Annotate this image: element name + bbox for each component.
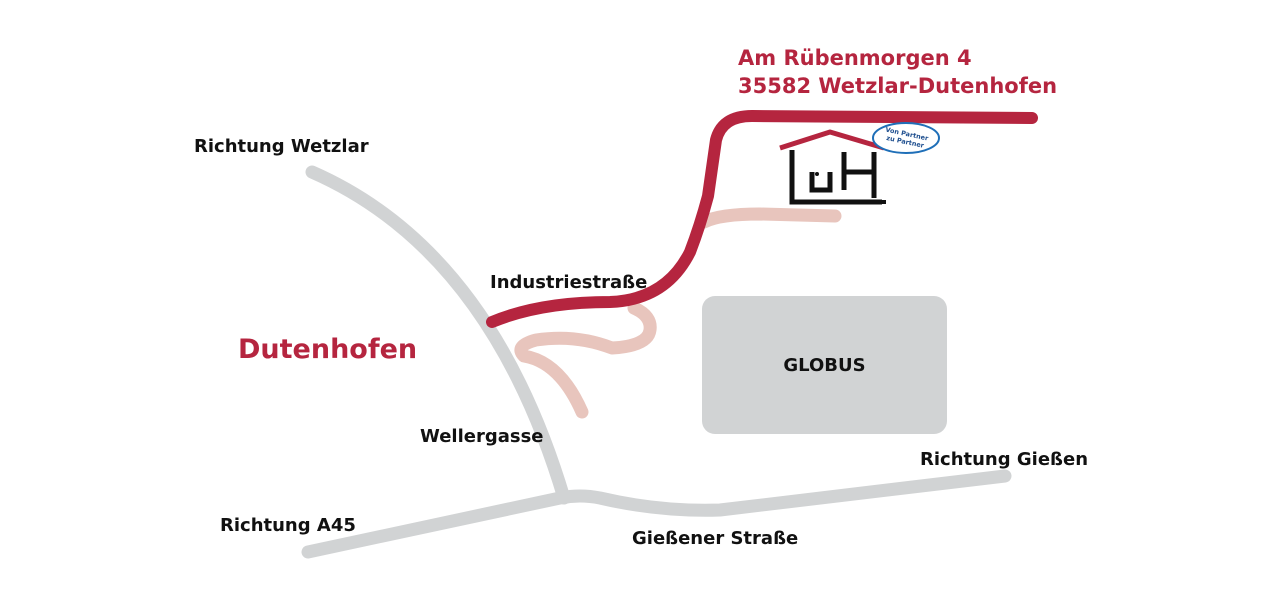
street-label-giessener-strasse: Gießener Straße (632, 528, 799, 549)
landmark-globus: GLOBUS (702, 296, 947, 434)
road-richtung-wetzlar (305, 165, 571, 505)
street-label-wellergasse: Wellergasse (420, 426, 544, 447)
house-logo-icon: Von Partner zu Partner (779, 122, 940, 205)
direction-label-wetzlar: Richtung Wetzlar (194, 136, 369, 157)
town-label: Dutenhofen (238, 334, 418, 365)
company-logo: Von Partner zu Partner (778, 118, 944, 213)
direction-label-giessen: Richtung Gießen (920, 449, 1089, 470)
partner-badge: Von Partner zu Partner (872, 122, 940, 154)
street-label-industriestrasse: Industriestraße (490, 272, 648, 293)
route-line (486, 110, 1038, 328)
road-giessener-strasse (301, 469, 1012, 559)
address-line-2: 35582 Wetzlar-Dutenhofen (738, 74, 1058, 98)
destination-address: Am Rübenmorgen 4 35582 Wetzlar-Dutenhofe… (738, 44, 1057, 100)
address-line-1: Am Rübenmorgen 4 (738, 46, 972, 70)
side-road-wellergasse-loop (514, 301, 657, 419)
side-road-to-destination (697, 207, 842, 229)
landmark-label: GLOBUS (783, 354, 866, 376)
direction-label-a45: Richtung A45 (220, 515, 356, 536)
